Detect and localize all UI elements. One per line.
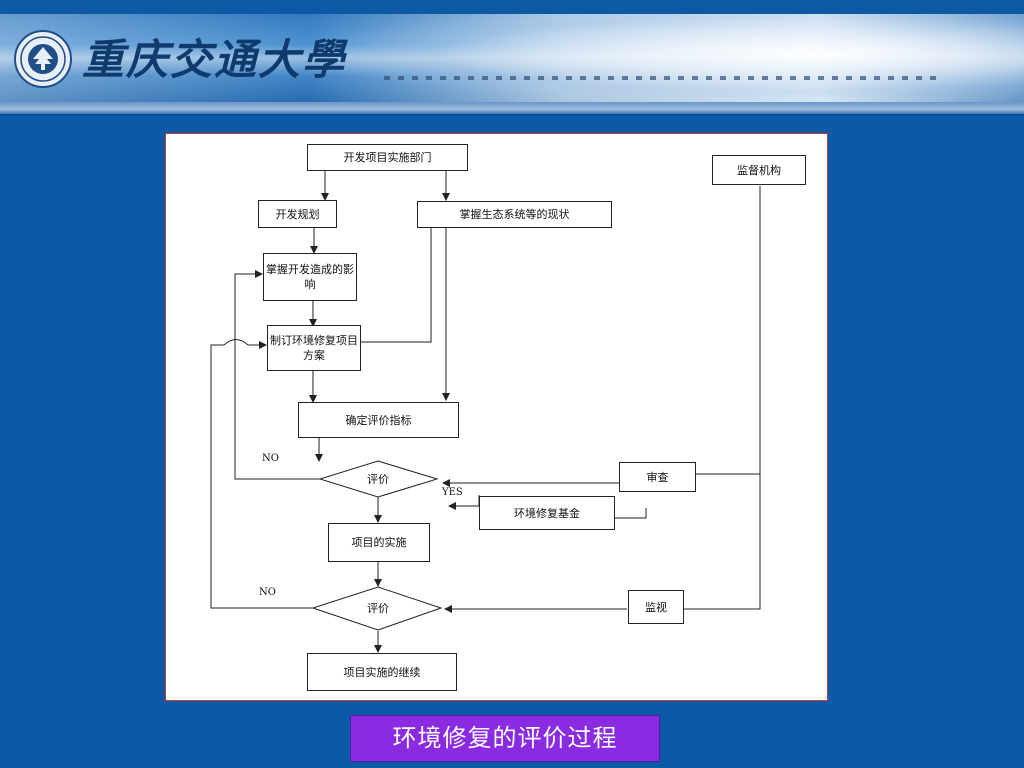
node-supervisor: 监督机构 — [712, 155, 806, 185]
slide-caption: 环境修复的评价过程 — [350, 715, 660, 762]
edge-label-yes-1: YES — [442, 487, 463, 498]
node-impact: 掌握开发造成的影响 — [263, 253, 357, 301]
decision-diamond-2 — [311, 586, 443, 631]
node-status: 掌握生态系统等的现状 — [417, 201, 612, 228]
bridge-silhouette — [384, 76, 944, 80]
node-continue: 项目实施的继续 — [307, 653, 457, 691]
node-eval2: 评价 — [367, 601, 389, 615]
university-logo-icon — [14, 30, 72, 88]
decision-diamond-1 — [318, 460, 439, 498]
node-eval1: 评价 — [367, 472, 389, 486]
header-stripe — [0, 102, 1024, 114]
header-banner: 重庆交通大學 — [0, 0, 1024, 116]
flowchart-canvas: 开发项目实施部门 监督机构 开发规划 掌握生态系统等的现状 掌握开发造成的影响 … — [165, 133, 828, 701]
node-index: 确定评价指标 — [298, 402, 459, 438]
edge-label-no-1: NO — [262, 453, 279, 464]
node-scheme: 制订环境修复项目方案 — [267, 325, 361, 371]
node-dept: 开发项目实施部门 — [307, 144, 468, 171]
banner-sky — [324, 14, 1024, 102]
node-implement: 项目的实施 — [328, 523, 430, 562]
banner-image — [0, 14, 1024, 102]
node-plan: 开发规划 — [258, 200, 337, 228]
node-fund: 环境修复基金 — [479, 496, 615, 530]
node-monitor: 监视 — [628, 590, 684, 624]
edge-label-no-2: NO — [259, 587, 276, 598]
node-review: 审查 — [619, 462, 696, 492]
university-name: 重庆交通大學 — [82, 35, 347, 84]
